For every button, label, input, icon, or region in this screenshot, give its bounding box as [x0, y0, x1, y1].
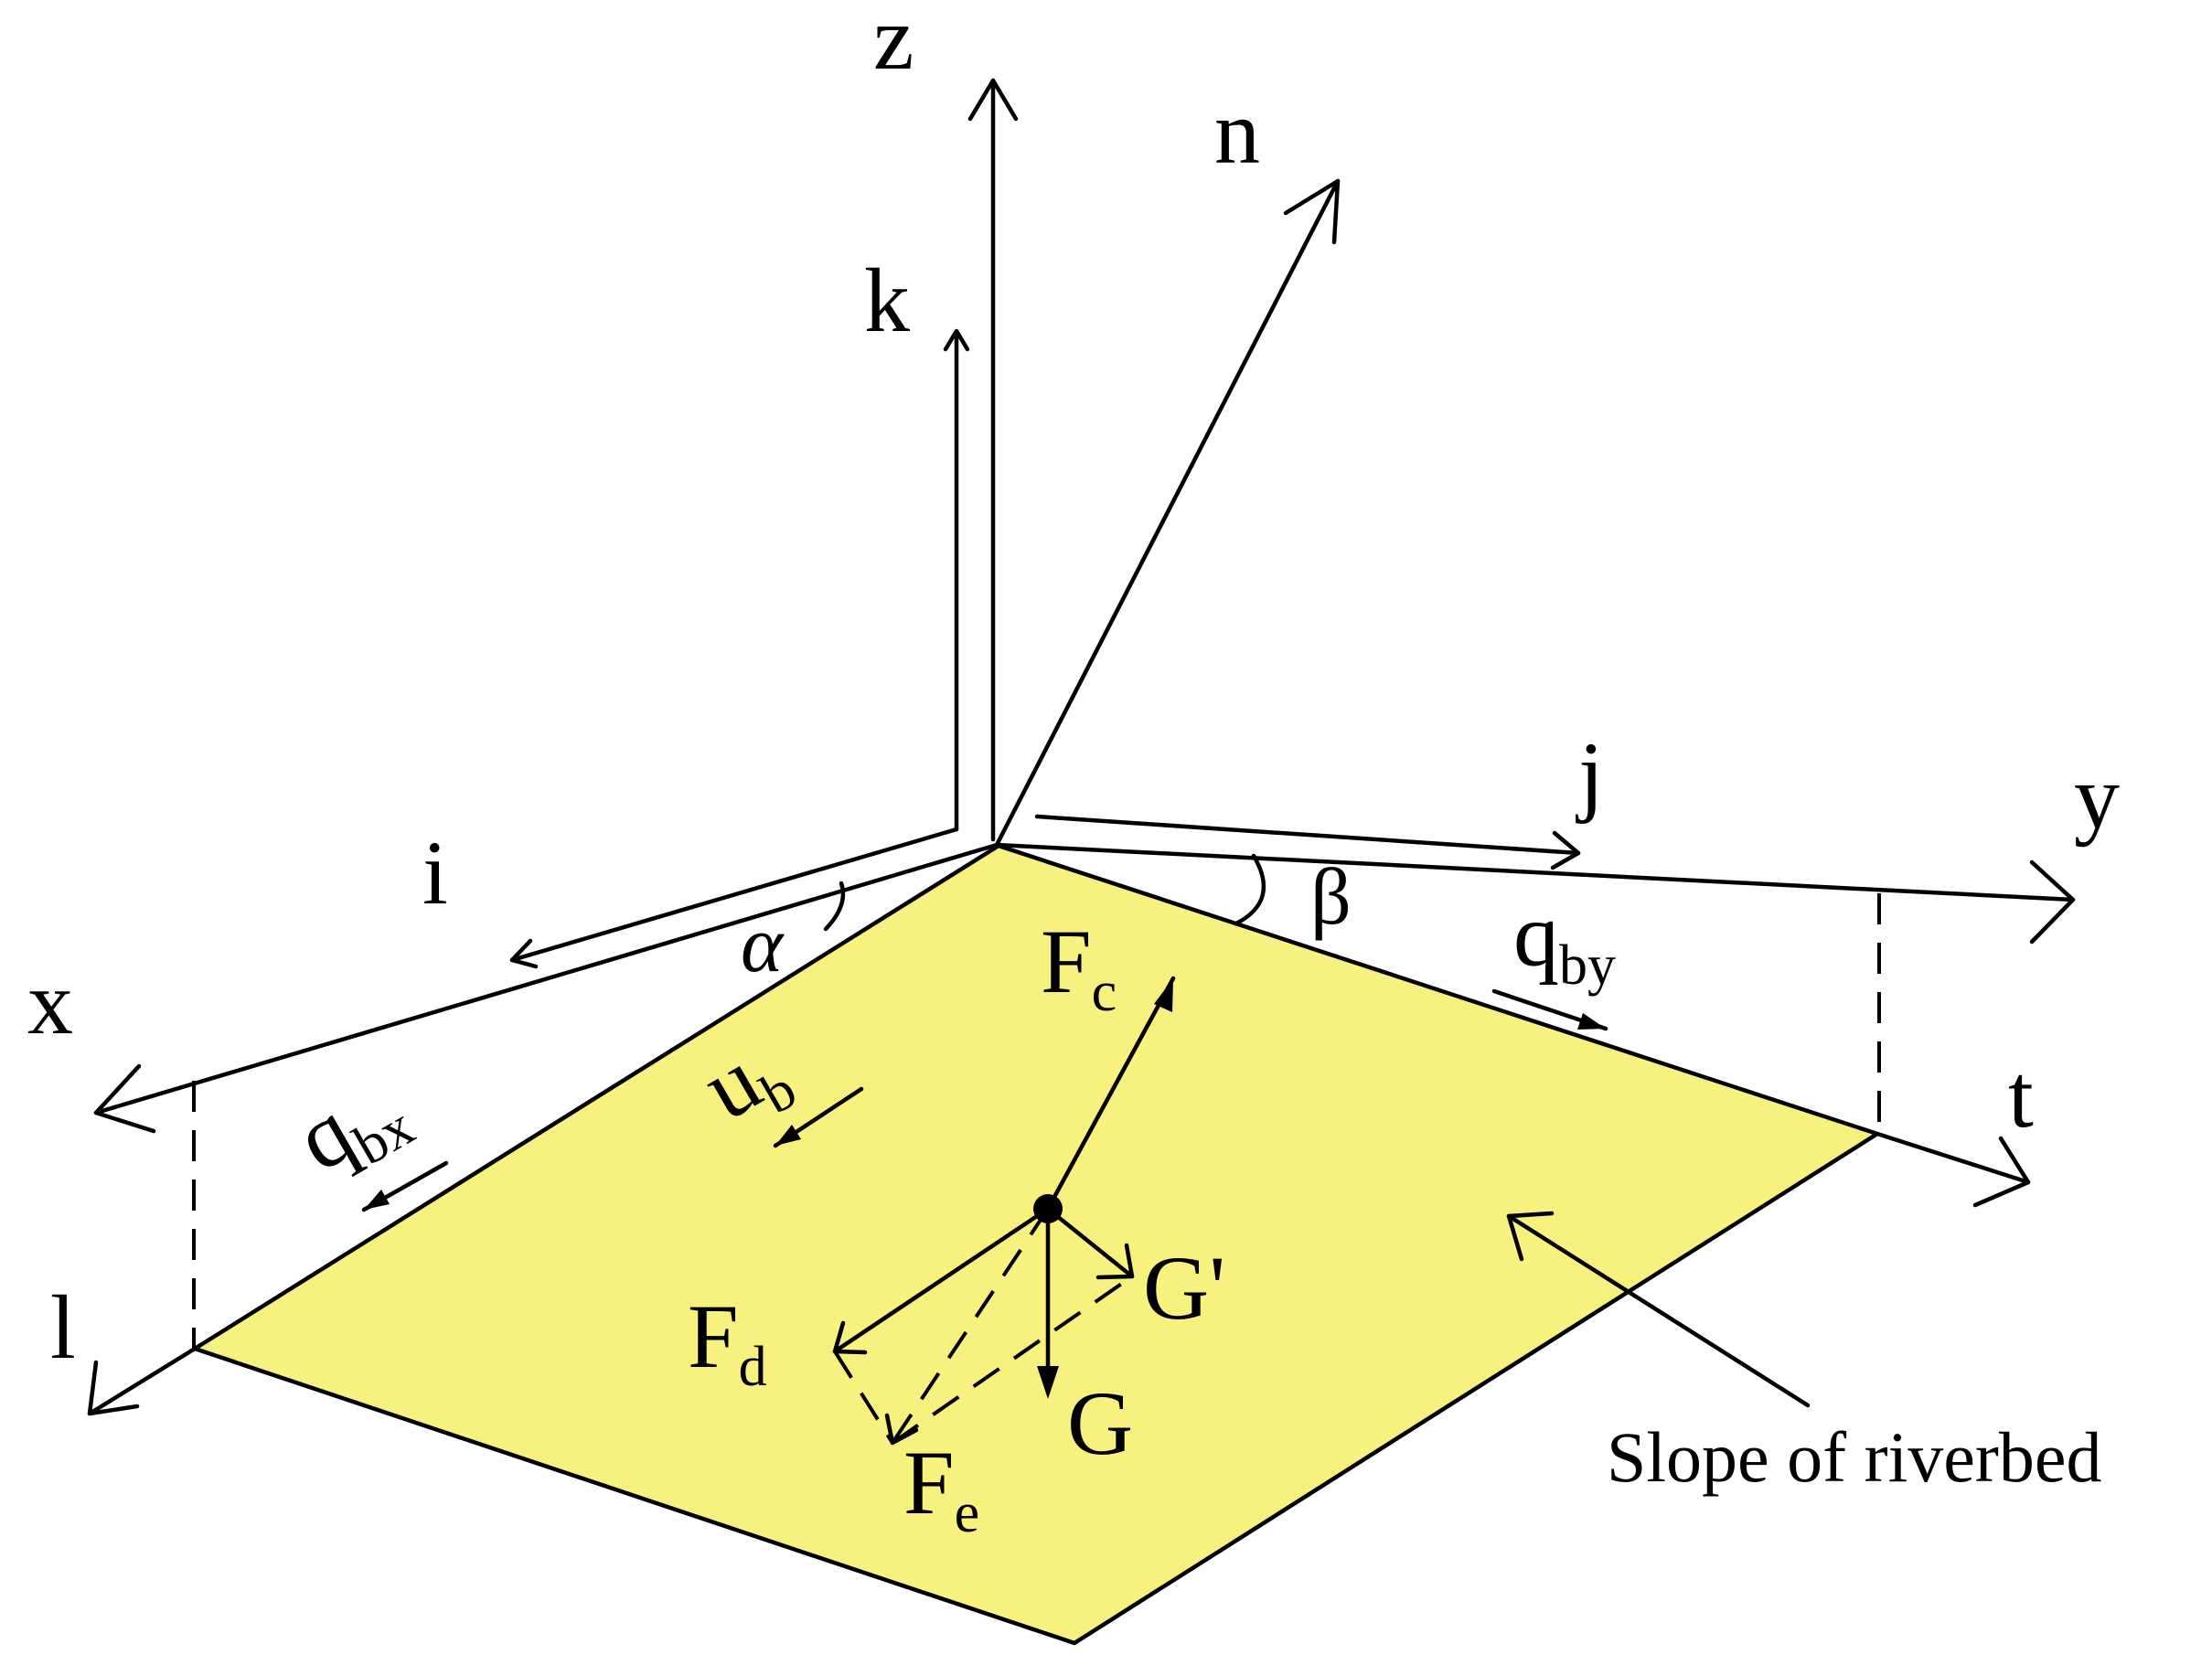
k-vector-arrowhead — [943, 328, 970, 352]
label-n: n — [1214, 81, 1260, 183]
caption-slope-of-riverbed: Slope of riverbed — [1607, 1417, 2102, 1497]
label-alpha: α — [741, 901, 785, 989]
alpha-angle-arc — [823, 881, 846, 932]
label-q-bx: qbx — [280, 1052, 424, 1201]
beta-angle-arc — [1234, 853, 1266, 926]
u-b-arrowhead — [775, 1125, 801, 1146]
q-bx-arrowhead — [364, 1190, 390, 1210]
f-d-force-arrow — [832, 1206, 1051, 1354]
f-c-arrowhead — [1154, 978, 1173, 1012]
label-z: z — [873, 0, 914, 89]
caption-pointer-arrowhead — [1506, 1211, 1555, 1262]
j-vector-arrowhead — [1550, 830, 1581, 870]
y-axis-arrowhead — [2029, 859, 2076, 945]
g-prime-force-arrow — [1045, 1206, 1135, 1279]
z-axis-arrowhead — [967, 78, 1019, 122]
y-axis — [994, 842, 2076, 902]
label-g: G — [1067, 1372, 1133, 1474]
label-f-c: Fc — [1041, 911, 1117, 1023]
label-y: y — [2074, 746, 2120, 848]
label-x: x — [27, 952, 73, 1053]
label-g-prime: G' — [1143, 1237, 1225, 1339]
label-f-e: Fe — [903, 1432, 979, 1544]
q-by-arrowhead — [1577, 1013, 1606, 1030]
dashed-parallelogram-left — [833, 1350, 894, 1445]
n-axis — [994, 178, 1341, 848]
f-c-force-arrow — [1045, 976, 1176, 1212]
particle-dot-icon — [1033, 1194, 1063, 1223]
j-vector — [1034, 814, 1581, 856]
l-axis-arrowhead — [87, 1360, 140, 1416]
label-beta: β — [1310, 853, 1352, 942]
caption-pointer-line — [1506, 1213, 1811, 1408]
x-axis-arrowhead — [93, 1063, 156, 1134]
i-vector-arrowhead — [509, 938, 539, 969]
label-t: t — [2008, 1045, 2034, 1147]
label-q-by: qby — [1513, 884, 1616, 997]
n-axis-arrowhead — [1283, 178, 1341, 245]
label-f-d: Fd — [688, 1286, 767, 1398]
riverbed-slope-plane — [192, 843, 1880, 1646]
label-i: i — [422, 822, 448, 923]
g-prime-arrowhead — [1095, 1243, 1135, 1280]
i-vector — [509, 827, 959, 963]
label-l: l — [50, 1276, 76, 1378]
label-k: k — [864, 250, 910, 351]
label-j: j — [1576, 723, 1604, 825]
t-axis — [1875, 1131, 2031, 1185]
x-axis — [93, 842, 999, 1116]
g-arrowhead — [1037, 1366, 1059, 1399]
t-axis-arrowhead — [1972, 1136, 2031, 1208]
l-axis — [87, 1346, 198, 1416]
